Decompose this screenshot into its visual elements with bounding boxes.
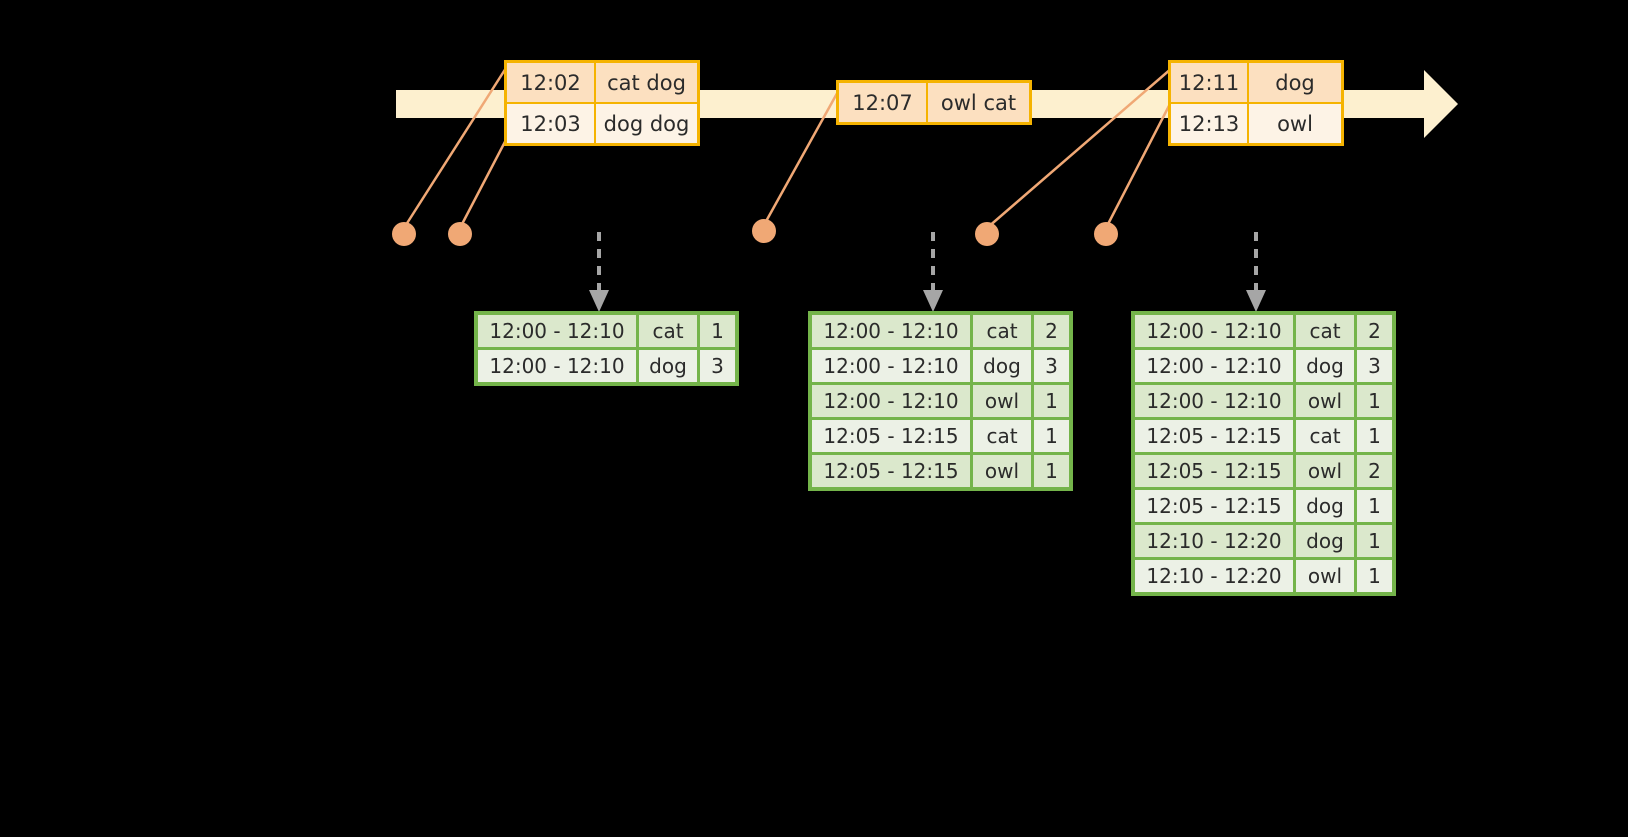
cell-window: 12:00 - 12:10 (1135, 350, 1293, 382)
cell-window: 12:00 - 12:10 (812, 385, 970, 417)
cell-word: cat (973, 315, 1031, 347)
cell-count: 1 (1357, 420, 1392, 452)
connector-2 (458, 135, 510, 229)
cell-count: 1 (1357, 560, 1392, 592)
event-dot-1 (392, 222, 416, 246)
cell-window: 12:00 - 12:10 (1135, 385, 1293, 417)
event-words: owl cat (928, 83, 1029, 122)
cell-word: owl (973, 455, 1031, 487)
cell-count: 1 (1034, 385, 1069, 417)
cell-word: dog (973, 350, 1031, 382)
down-arrow-3 (1246, 232, 1266, 312)
event-dot-5 (1094, 222, 1118, 246)
cell-word: owl (973, 385, 1031, 417)
cell-word: owl (1296, 560, 1354, 592)
event-words: cat dog (596, 63, 697, 102)
event-dot-2 (448, 222, 472, 246)
event-time: 12:02 (507, 63, 594, 102)
cell-word: cat (1296, 315, 1354, 347)
cell-window: 12:00 - 12:10 (478, 315, 636, 347)
cell-word: dog (639, 350, 697, 382)
cell-count: 2 (1357, 455, 1392, 487)
cell-window: 12:10 - 12:20 (1135, 560, 1293, 592)
cell-word: owl (1296, 385, 1354, 417)
cell-window: 12:00 - 12:10 (812, 350, 970, 382)
cell-window: 12:05 - 12:15 (1135, 490, 1293, 522)
down-arrow-2 (923, 232, 943, 312)
cell-window: 12:00 - 12:10 (1135, 315, 1293, 347)
cell-count: 1 (1357, 490, 1392, 522)
cell-count: 2 (1034, 315, 1069, 347)
cell-word: cat (973, 420, 1031, 452)
down-arrow-1 (589, 232, 609, 312)
event-dot-4 (975, 222, 999, 246)
cell-word: cat (639, 315, 697, 347)
cell-count: 1 (1357, 525, 1392, 557)
cell-window: 12:05 - 12:15 (1135, 455, 1293, 487)
event-time: 12:13 (1171, 104, 1247, 143)
cell-count: 1 (1357, 385, 1392, 417)
cell-count: 3 (700, 350, 735, 382)
cell-word: owl (1296, 455, 1354, 487)
connector-5 (1104, 99, 1174, 229)
cell-window: 12:05 - 12:15 (812, 420, 970, 452)
cell-count: 3 (1034, 350, 1069, 382)
cell-window: 12:10 - 12:20 (1135, 525, 1293, 557)
cell-count: 1 (1034, 455, 1069, 487)
cell-window: 12:05 - 12:15 (812, 455, 970, 487)
cell-count: 2 (1357, 315, 1392, 347)
event-words: dog (1249, 63, 1341, 102)
cell-window: 12:05 - 12:15 (1135, 420, 1293, 452)
cell-word: cat (1296, 420, 1354, 452)
timeline-arrow-head (1424, 70, 1458, 138)
cell-window: 12:00 - 12:10 (812, 315, 970, 347)
cell-window: 12:00 - 12:10 (478, 350, 636, 382)
event-words: owl (1249, 104, 1341, 143)
cell-count: 1 (1034, 420, 1069, 452)
cell-count: 3 (1357, 350, 1392, 382)
cell-count: 1 (700, 315, 735, 347)
cell-word: dog (1296, 525, 1354, 557)
event-time: 12:07 (839, 83, 926, 122)
event-time: 12:03 (507, 104, 594, 143)
event-dot-3 (752, 219, 776, 243)
cell-word: dog (1296, 490, 1354, 522)
cell-word: dog (1296, 350, 1354, 382)
event-words: dog dog (596, 104, 697, 143)
event-time: 12:11 (1171, 63, 1247, 102)
